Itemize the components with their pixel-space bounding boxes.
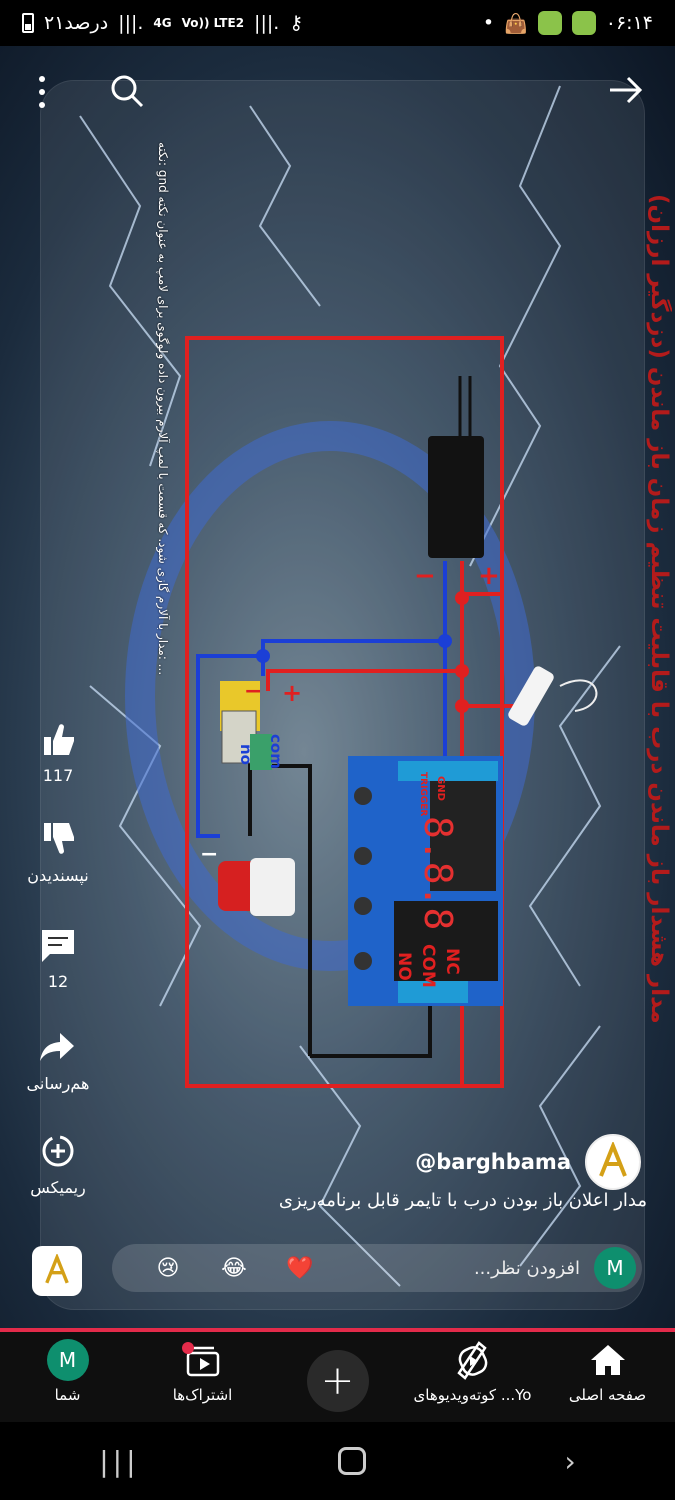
emoji-heart[interactable]: ❤️ (286, 1255, 314, 1281)
home-system-icon[interactable] (338, 1447, 367, 1475)
video-description-overlay: نکته: gnd مدار با آلارم گازی شود. که قسم… (156, 142, 170, 676)
search-icon[interactable] (108, 72, 146, 110)
like-count: 117 (42, 766, 74, 785)
recent-apps-icon[interactable]: ||| (99, 1444, 140, 1478)
signal2-icon: |||. (254, 12, 280, 34)
svg-text:8.8.8: 8.8.8 (416, 816, 460, 930)
nav-home-label: صفحه اصلی (568, 1386, 647, 1404)
label-nc: NC (442, 948, 462, 975)
like-button[interactable]: 117 (18, 716, 98, 785)
more-options-icon[interactable] (36, 76, 48, 108)
back-system-icon[interactable]: › (564, 1444, 576, 1478)
svg-text:−: − (244, 679, 262, 704)
remix-label: ریمیکس (30, 1178, 86, 1197)
label-com: com (267, 734, 285, 769)
channel-row[interactable]: @barghbama (415, 1134, 641, 1190)
share-button[interactable]: هم‌رسانی (18, 1024, 98, 1093)
comment-user-avatar: M (594, 1247, 636, 1289)
comments-button[interactable]: 12 (18, 922, 98, 991)
circuit-diagram: 8.8.8 + − + − − (185, 336, 598, 1088)
emoji-laughing[interactable]: 😂 (221, 1255, 247, 1281)
video-title-overlay: مدار هشدار باز ماندن درب با قابلیت تنظیم… (646, 194, 672, 1024)
channel-handle[interactable]: @barghbama (415, 1150, 571, 1174)
app-badge-icon (537, 11, 562, 35)
svg-text:−: − (414, 561, 436, 591)
notification-dot (181, 1342, 194, 1354)
comment-icon (35, 922, 81, 968)
home-icon (590, 1345, 625, 1375)
nav-subscriptions-label: اشتراک‌ها (172, 1386, 233, 1404)
comment-bar[interactable]: 😢 😂 ❤️ افزودن نظر... M (112, 1244, 642, 1292)
nav-create[interactable]: + (273, 1340, 403, 1412)
dislike-button[interactable]: نپسندیدن (18, 816, 98, 885)
shorts-icon (456, 1341, 487, 1380)
comments-count: 12 (47, 972, 69, 991)
label-no: no (237, 744, 255, 765)
system-navigation: ||| › (0, 1422, 675, 1500)
sound-source-badge[interactable] (32, 1246, 82, 1296)
svg-text:−: − (200, 842, 218, 867)
key-icon: ⚷ (289, 12, 304, 34)
video-caption[interactable]: مدار اعلان باز بودن درب با تایمر قابل بر… (278, 1190, 647, 1211)
share-icon (35, 1024, 81, 1070)
status-left: ۲۱درصد |||. 4G Vo)) LTE2 |||. ⚷ (22, 12, 303, 34)
signal-icon: |||. (118, 12, 144, 34)
nav-subscriptions[interactable]: اشتراک‌ها (138, 1340, 268, 1404)
clock: ۰۶:۱۴ (605, 12, 653, 34)
network-label: 4G (153, 16, 172, 30)
status-bar: ۲۱درصد |||. 4G Vo)) LTE2 |||. ⚷ • 👜 ۰۶:۱… (0, 0, 675, 46)
video-progress-bar[interactable] (0, 1328, 675, 1332)
remix-button[interactable]: ریمیکس (18, 1128, 98, 1197)
svg-text:+: + (282, 679, 302, 707)
back-arrow-icon[interactable] (606, 72, 646, 108)
nav-shorts[interactable]: کوته‌ویدیوهای ...Yo (408, 1340, 538, 1404)
plus-icon: + (306, 1350, 369, 1412)
remix-icon (35, 1128, 81, 1174)
nav-shorts-label: کوته‌ویدیوهای ...Yo (413, 1386, 532, 1404)
nav-home[interactable]: صفحه اصلی (543, 1340, 673, 1404)
subscriptions-icon (186, 1346, 219, 1377)
nav-you[interactable]: M شما (3, 1339, 133, 1404)
label-com2: COM (418, 944, 438, 988)
you-avatar: M (46, 1339, 89, 1381)
video-player[interactable]: 8.8.8 + − + − − com no NC COM NO GND TRI… (0, 46, 675, 1330)
label-trigger: TRIGGER (418, 772, 428, 817)
thumbs-up-icon (35, 716, 81, 762)
nav-you-label: شما (54, 1386, 81, 1404)
emoji-crying[interactable]: 😢 (156, 1255, 180, 1281)
volte-label: Vo)) LTE2 (181, 16, 245, 30)
thumbs-down-icon (35, 816, 81, 862)
dot-icon: • (482, 12, 495, 34)
share-label: هم‌رسانی (26, 1074, 90, 1093)
channel-logo-icon (599, 1142, 627, 1177)
bag-icon: 👜 (504, 12, 528, 35)
comment-input[interactable]: افزودن نظر... (473, 1257, 580, 1279)
svg-text:+: + (478, 561, 500, 591)
label-no2: NO (394, 952, 414, 981)
label-gnd: GND (435, 776, 446, 801)
status-right: • 👜 ۰۶:۱۴ (483, 11, 653, 35)
source-logo-icon (45, 1254, 69, 1284)
battery-icon (22, 13, 34, 33)
dislike-label: نپسندیدن (27, 866, 89, 885)
bottom-navigation: M شما اشتراک‌ها + کوته‌ویدیوهای ...Yo (0, 1332, 675, 1422)
app-badge2-icon (571, 11, 596, 35)
battery-text: ۲۱درصد (44, 12, 109, 34)
channel-avatar[interactable] (585, 1134, 641, 1190)
